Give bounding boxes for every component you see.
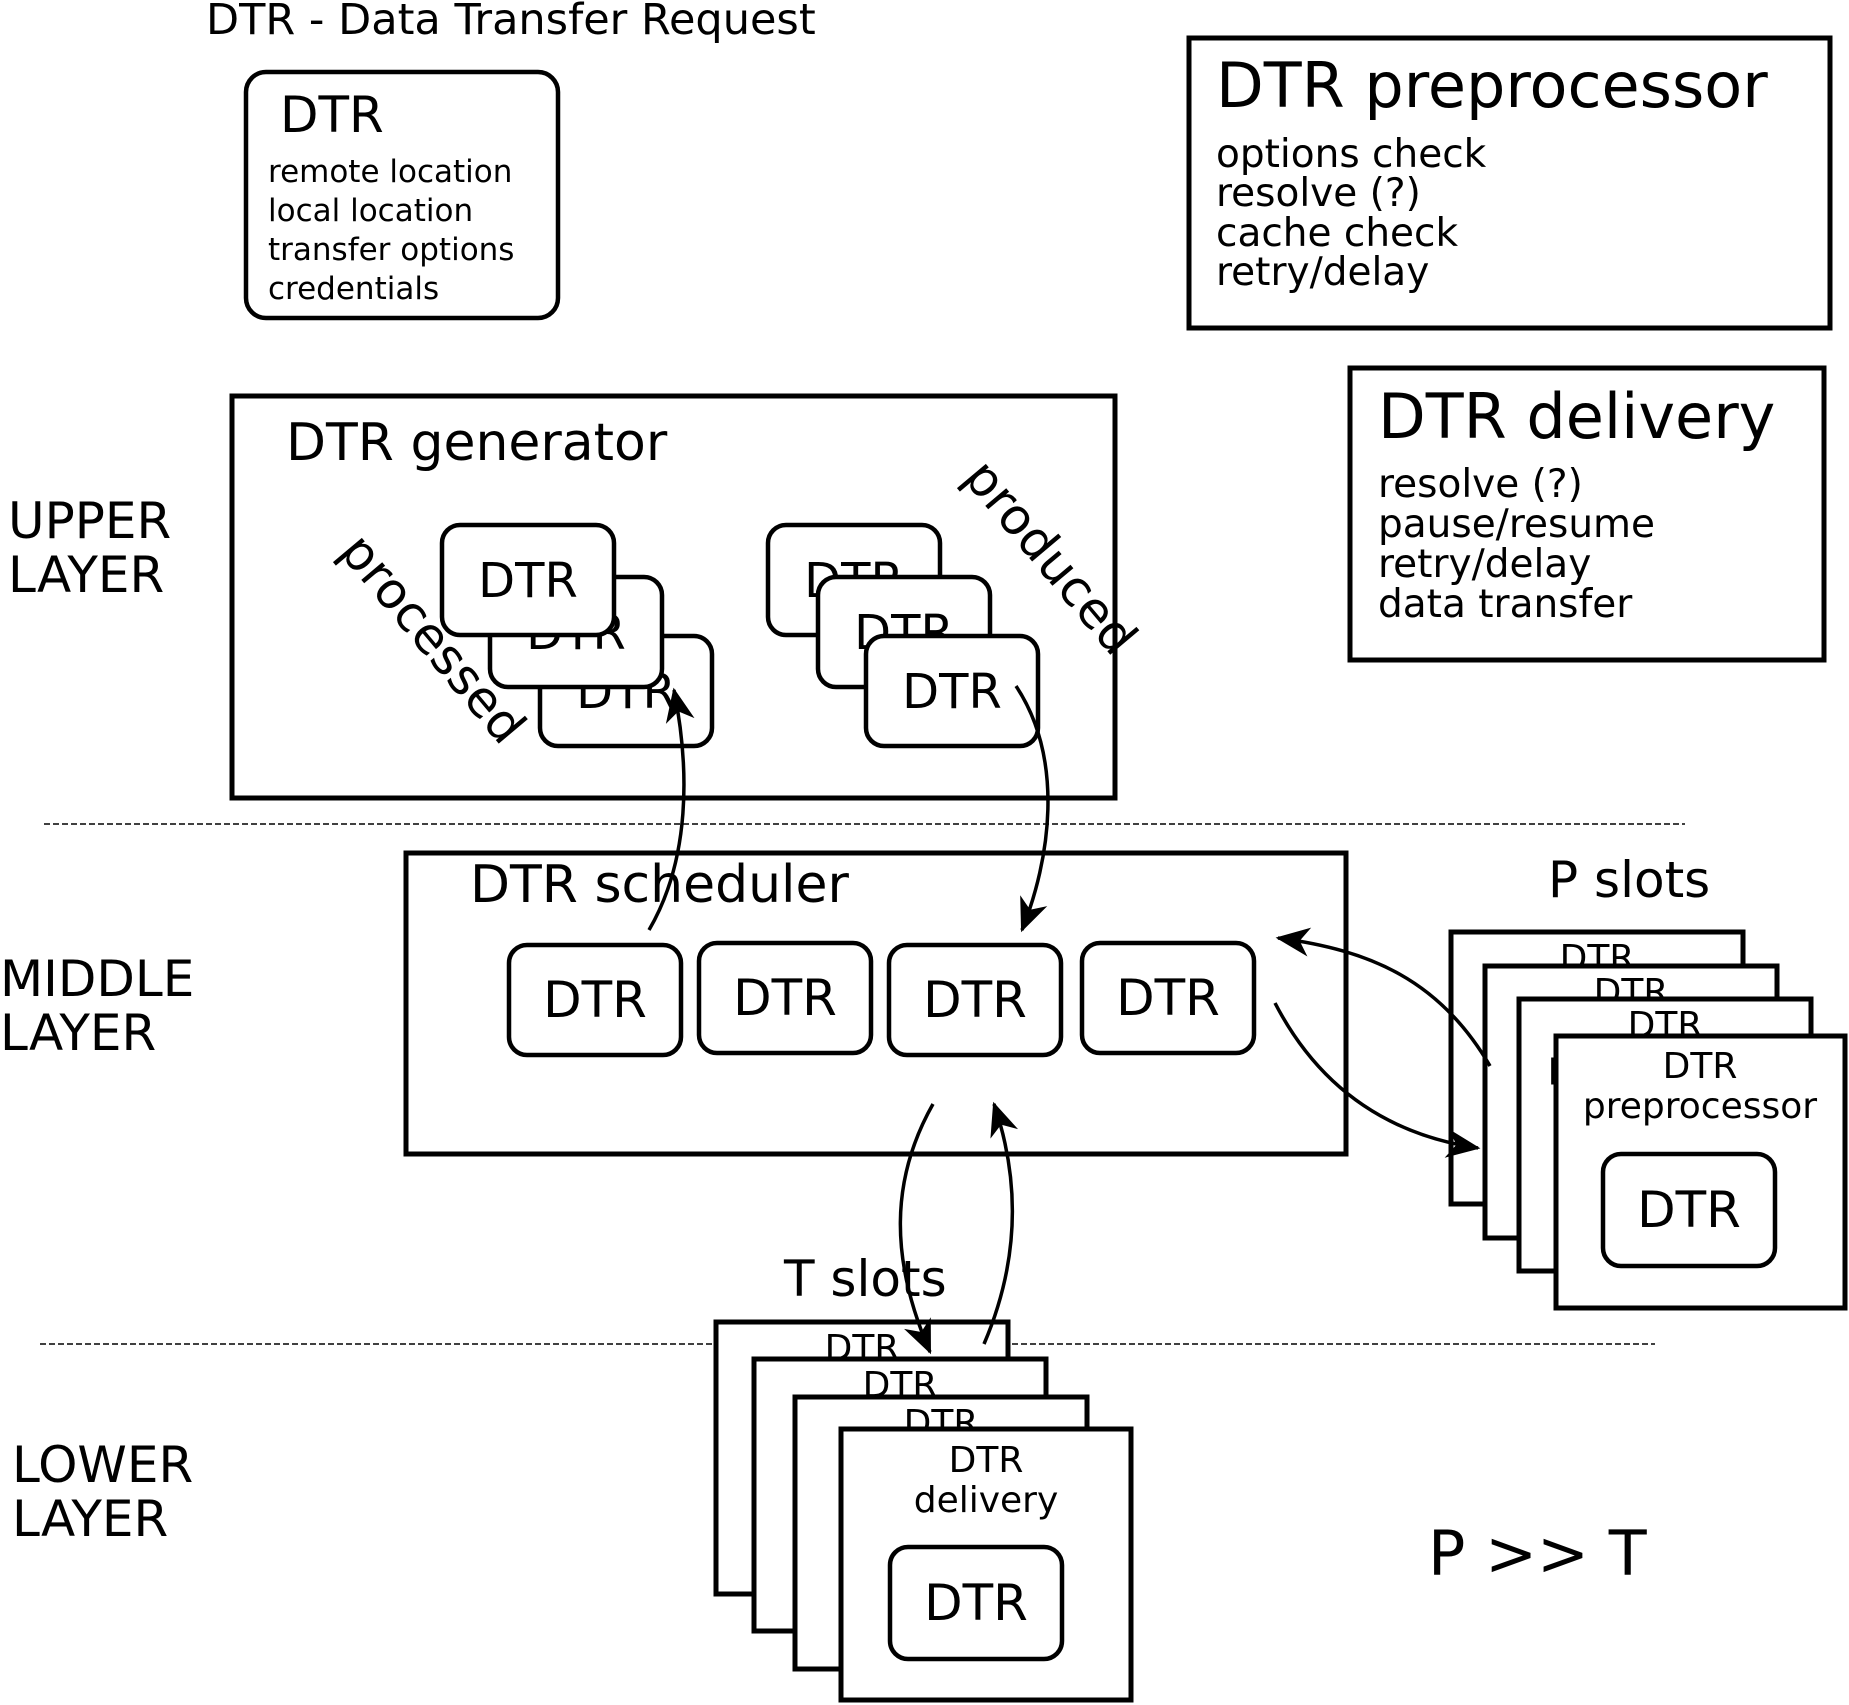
dtr-card-label: DTR [280,86,384,144]
scheduler-queue-dtr: DTR [543,971,647,1029]
middle-layer-label: MIDDLE LAYER [0,950,194,1062]
scheduler-box: DTR scheduler DTR DTR DTR DTR [403,850,1349,1157]
arrow-scheduler-to-p-slots [1273,1002,1481,1158]
layer-label-line: UPPER [8,492,171,550]
dtr-card-field: credentials [268,271,439,307]
preprocessor-card-title: DTR preprocessor [1216,49,1768,122]
arrow-t-slots-to-scheduler [982,1101,1018,1345]
diagram-title: DTR - Data Transfer Request [206,0,816,45]
delivery-card-item: pause/resume [1378,502,1655,547]
relation-label: P >> T [1428,1517,1648,1590]
preprocessor-card: DTR preprocessor options check resolve (… [1186,35,1833,331]
delivery-card-item: retry/delay [1378,542,1591,587]
preprocessor-card-item: retry/delay [1216,250,1429,295]
preprocessor-card-item: resolve (?) [1216,171,1421,216]
arrow-p-slots-to-scheduler [1275,927,1492,1067]
dtr-card-field: transfer options [268,232,514,268]
p-slots-stack: DTR preprocessor DTR preprocessor DTR pr… [1448,929,1848,1311]
dtr-card-field: local location [268,193,473,229]
t-slots-stack: DTR delivery DTR delivery DTR delivery D… [713,1319,1134,1703]
arrow-produced-to-scheduler [1014,685,1050,933]
arrow-scheduler-to-processed [647,687,695,931]
p-slot-dtr: DTR [1637,1181,1741,1239]
scheduler-queue-dtr: DTR [733,969,837,1027]
layer-label-line: MIDDLE [0,950,194,1008]
t-slot-dtr: DTR [924,1574,1028,1632]
delivery-card-item: resolve (?) [1378,462,1583,507]
t-slot-title: delivery [914,1480,1059,1521]
preprocessor-card-item: cache check [1216,211,1458,256]
layer-label-line: LAYER [8,546,164,604]
dtr-label: DTR [902,664,1002,720]
produced-dtr-stack: DTR DTR DTR [765,522,1041,749]
p-slot-title: preprocessor [1583,1086,1817,1127]
t-slots-label: T slots [783,1250,947,1308]
layer-label-line: LAYER [0,1004,156,1062]
p-slots-label: P slots [1548,851,1710,909]
generator-title: DTR generator [286,413,668,473]
t-slot-title: DTR [949,1440,1024,1481]
delivery-card-title: DTR delivery [1378,380,1775,453]
arrow-scheduler-to-t-slots [898,1103,935,1355]
p-slot-title: DTR [1663,1046,1738,1087]
preprocessor-card-item: options check [1216,132,1487,177]
scheduler-queue-dtr: DTR [923,971,1027,1029]
dtr-card: DTR remote location local location trans… [243,69,561,321]
lower-layer-label: LOWER LAYER [12,1436,193,1548]
layer-label-line: LOWER [12,1436,193,1494]
delivery-card: DTR delivery resolve (?) pause/resume re… [1347,365,1827,663]
dtr-card-field: remote location [268,154,512,190]
scheduler-queue-dtr: DTR [1116,969,1220,1027]
delivery-card-item: data transfer [1378,582,1633,627]
generator-box: DTR generator DTR DTR DTR processed DTR … [229,393,1148,801]
layer-label-line: LAYER [12,1490,168,1548]
dtr-label: DTR [478,553,578,609]
upper-layer-label: UPPER LAYER [8,492,171,604]
